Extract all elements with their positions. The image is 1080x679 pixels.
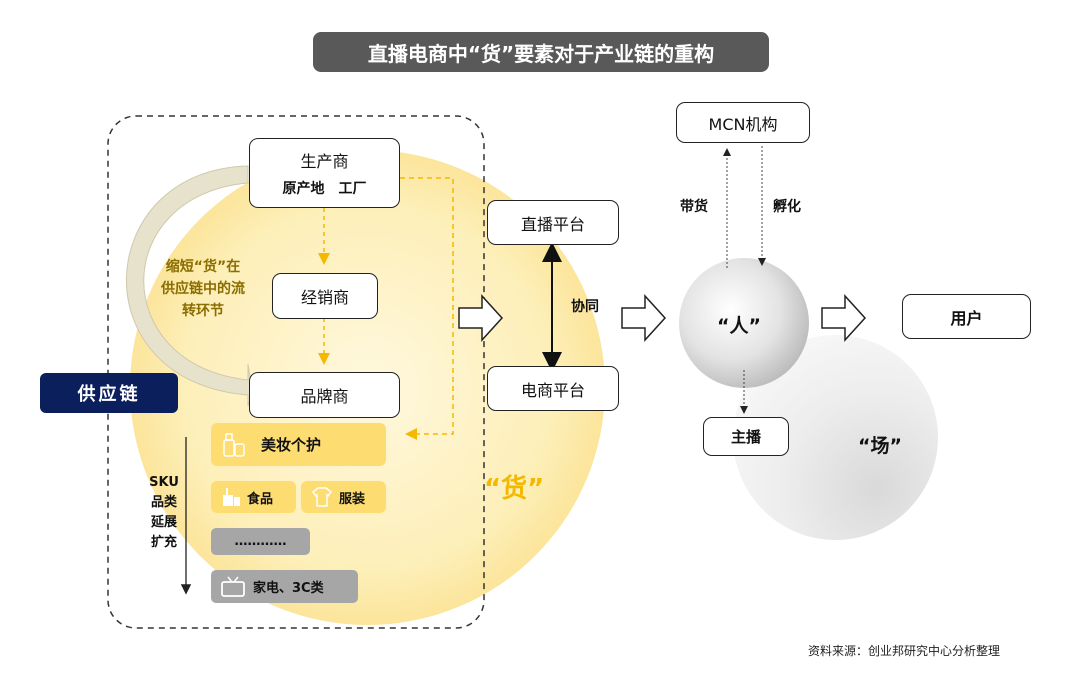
arrow-to-user — [821, 294, 867, 342]
scene-label: “场” — [858, 435, 902, 457]
host-box: 主播 — [703, 417, 789, 456]
arrow-to-people — [621, 294, 667, 342]
people-label: “人” — [717, 315, 761, 337]
shorten-arrow — [126, 165, 253, 407]
category-clothing: 服装 — [301, 481, 386, 513]
cosmetics-icon — [223, 432, 245, 458]
live-platform-box: 直播平台 — [487, 200, 619, 245]
collab-label: 协同 — [571, 299, 599, 315]
tv-icon — [221, 576, 245, 598]
ecommerce-platform-box: 电商平台 — [487, 366, 619, 411]
sku-label: SKU 品类 延展 扩充 — [149, 475, 179, 550]
producer-box: 生产商 原产地 工厂 — [249, 138, 400, 208]
carry-goods-label: 带货 — [680, 199, 708, 215]
user-box: 用户 — [902, 294, 1031, 339]
producer-sub: 原产地 工厂 — [282, 181, 367, 197]
arrow-to-platforms — [458, 294, 504, 342]
brand-box: 品牌商 — [249, 372, 400, 418]
page-title: 直播电商中“货”要素对于产业链的重构 — [313, 32, 769, 72]
shorten-note: 缩短“货”在 供应链中的流 转环节 — [161, 259, 245, 319]
producer-title: 生产商 — [300, 152, 349, 171]
category-food: 食品 — [211, 481, 296, 513]
category-beauty: 美妆个护 — [211, 423, 386, 466]
distributor-box: 经销商 — [272, 273, 378, 319]
mcn-box: MCN机构 — [676, 102, 810, 143]
shirt-icon — [311, 487, 333, 507]
goods-label: “货” — [484, 474, 545, 504]
category-appliances: 家电、3C类 — [211, 570, 358, 603]
category-more: ………… — [211, 528, 310, 555]
supply-chain-label: 供应链 — [40, 373, 178, 413]
supply-chain-container — [107, 115, 485, 629]
incubate-label: 孵化 — [773, 199, 801, 215]
source-note: 资料来源：创业邦研究中心分析整理 — [808, 644, 1001, 658]
people-circle — [679, 258, 809, 388]
food-icon — [221, 487, 241, 507]
